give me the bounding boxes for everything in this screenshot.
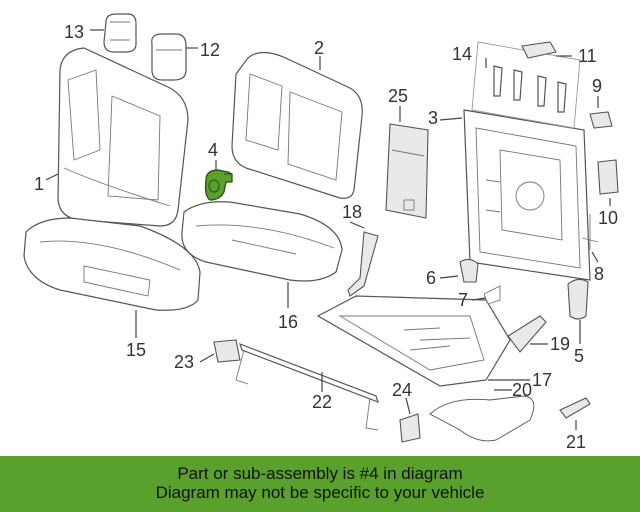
- part-4-highlighted: [204, 169, 233, 201]
- part-7-bracket: [483, 285, 501, 305]
- part-6-clip: [459, 258, 479, 283]
- part-3-frame: [463, 109, 591, 281]
- banner-line-2: Diagram may not be specific to your vehi…: [155, 483, 485, 502]
- part-12-headrest: [151, 33, 187, 81]
- label-18: 18: [342, 202, 362, 222]
- label-23: 23: [174, 352, 194, 372]
- label-20: 20: [512, 380, 532, 400]
- part-13-headrest: [103, 13, 137, 53]
- label-11: 11: [578, 46, 597, 66]
- label-22: 22: [312, 392, 332, 412]
- part-15-cushion: [23, 217, 201, 311]
- label-19: 19: [550, 334, 570, 354]
- parts-diagram: 13 12 1 2 3 14 11 9 25 4 10 8 5 6 7 18 1…: [23, 13, 619, 452]
- part-1-seatback: [57, 47, 189, 227]
- label-25: 25: [388, 86, 408, 106]
- part-24-bracket: [399, 413, 421, 443]
- banner-line-1: Part or sub-assembly is #4 in diagram: [177, 464, 463, 483]
- leader-lines: [45, 29, 611, 430]
- part-10-striker: [597, 159, 619, 195]
- label-4: 4: [208, 140, 218, 160]
- label-8: 8: [594, 264, 604, 284]
- part-21-lever: [559, 397, 591, 419]
- label-21: 21: [566, 432, 586, 452]
- label-12: 12: [200, 40, 220, 60]
- part-11-bracket: [521, 41, 557, 59]
- part-2-seatback: [231, 51, 363, 199]
- part-20-cable: [429, 395, 535, 442]
- label-15: 15: [126, 340, 146, 360]
- label-10: 10: [598, 208, 618, 228]
- label-7: 7: [458, 290, 468, 310]
- part-5-cover: [567, 278, 589, 320]
- label-6: 6: [426, 268, 436, 288]
- label-2: 2: [314, 38, 324, 58]
- part-19-bracket: [507, 315, 547, 353]
- part-18-trim: [347, 231, 379, 297]
- label-24: 24: [392, 380, 412, 400]
- part-25-panel: [385, 123, 429, 219]
- part-16-cushion: [181, 201, 343, 282]
- label-14: 14: [452, 44, 472, 64]
- part-17-pan: [316, 295, 511, 387]
- part-8-hinge: [581, 214, 599, 250]
- label-13: 13: [64, 22, 84, 42]
- label-3: 3: [428, 108, 438, 128]
- label-17: 17: [532, 370, 552, 390]
- label-9: 9: [592, 76, 602, 96]
- label-1: 1: [34, 174, 44, 194]
- label-5: 5: [574, 346, 584, 366]
- info-banner: Part or sub-assembly is #4 in diagram Di…: [0, 456, 640, 512]
- part-22-rod: [235, 342, 379, 431]
- part-23-block: [213, 339, 241, 363]
- label-16: 16: [278, 312, 298, 332]
- part-9-latch: [589, 111, 613, 129]
